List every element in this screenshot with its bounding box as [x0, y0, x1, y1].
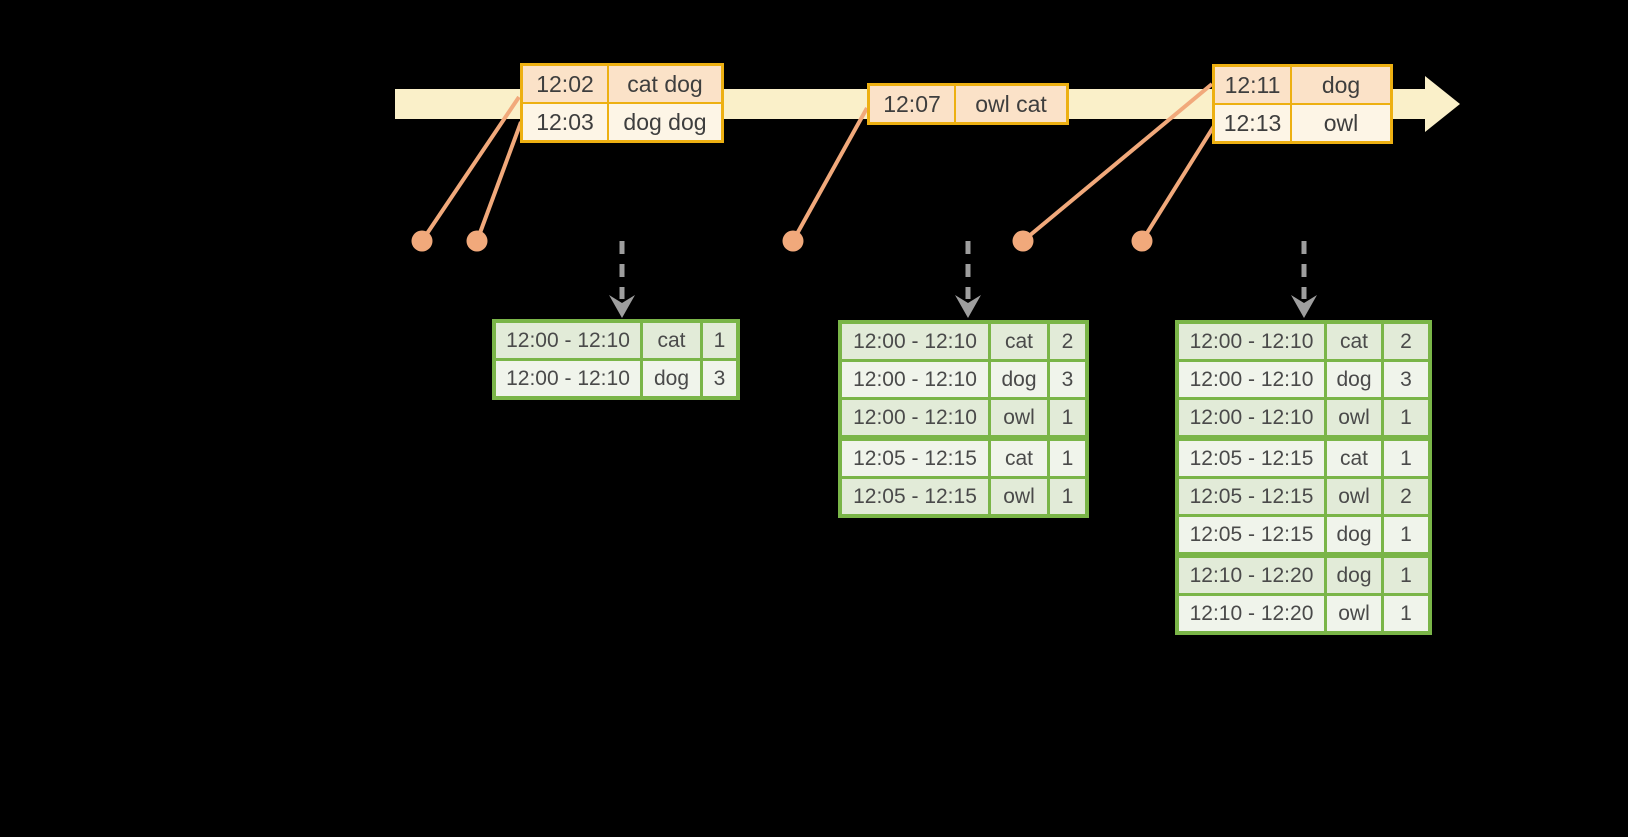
event-connector-line [1140, 124, 1216, 243]
table-cell: cat dog [609, 66, 721, 102]
table-cell: 12:05 - 12:15 [1179, 517, 1324, 552]
event-dot [411, 230, 433, 252]
table-cell: 1 [1384, 517, 1428, 552]
table-cell: 12:00 - 12:10 [496, 361, 640, 396]
table-cell: 3 [1050, 362, 1085, 397]
table-cell: 12:05 - 12:15 [1179, 479, 1324, 514]
table-cell: cat [1327, 324, 1381, 359]
table-cell: 12:02 [523, 66, 607, 102]
event-connector-line [475, 121, 523, 242]
event-connector-line [420, 95, 521, 243]
trigger-arrow [609, 241, 635, 318]
table-cell: 12:05 - 12:15 [842, 479, 988, 514]
table-cell: 1 [1050, 400, 1085, 435]
table-cell: 2 [1050, 324, 1085, 359]
table-cell: 3 [1384, 362, 1428, 397]
table-cell: 1 [1050, 441, 1085, 476]
table-cell: 12:05 - 12:15 [1179, 441, 1324, 476]
table-cell: 12:00 - 12:10 [842, 324, 988, 359]
table-cell: 12:00 - 12:10 [1179, 324, 1324, 359]
table-cell: 1 [1384, 596, 1428, 631]
table-cell: 12:10 - 12:20 [1179, 596, 1324, 631]
table-cell: dog [1327, 558, 1381, 593]
table-cell: owl [1327, 596, 1381, 631]
table-cell: 1 [703, 323, 736, 358]
table-cell: 1 [1384, 400, 1428, 435]
table-cell: 12:00 - 12:10 [842, 400, 988, 435]
event-dot [782, 230, 804, 252]
table-cell: 2 [1384, 479, 1428, 514]
event-dot [466, 230, 488, 252]
table-cell: owl [1327, 400, 1381, 435]
table-cell: owl [991, 400, 1047, 435]
table-cell: 12:13 [1215, 105, 1290, 141]
table-cell: 12:11 [1215, 67, 1290, 103]
table-cell: owl [1327, 479, 1381, 514]
table-cell: 1 [1384, 441, 1428, 476]
table-cell: 1 [1050, 479, 1085, 514]
table-cell: 3 [703, 361, 736, 396]
table-cell: dog [643, 361, 700, 396]
table-cell: 1 [1384, 558, 1428, 593]
table-cell: owl cat [956, 86, 1066, 122]
table-cell: 12:03 [523, 104, 607, 140]
table-cell: 12:10 - 12:20 [1179, 558, 1324, 593]
table-cell: cat [991, 324, 1047, 359]
event-connector-line [1021, 82, 1214, 243]
table-cell: owl [991, 479, 1047, 514]
event-dot [1012, 230, 1034, 252]
table-cell: cat [1327, 441, 1381, 476]
table-cell: dog [991, 362, 1047, 397]
event-dot [1131, 230, 1153, 252]
table-cell: dog dog [609, 104, 721, 140]
arrow-down-icon [955, 295, 981, 318]
table-cell: owl [1292, 105, 1390, 141]
table-cell: dog [1327, 517, 1381, 552]
trigger-arrow [1291, 241, 1317, 318]
trigger-arrow [955, 241, 981, 318]
arrow-down-icon [1291, 295, 1317, 318]
timeline-arrowhead-icon [1425, 76, 1460, 132]
event-connector-line [791, 107, 869, 242]
table-cell: 12:07 [870, 86, 954, 122]
table-cell: cat [991, 441, 1047, 476]
table-cell: 12:00 - 12:10 [496, 323, 640, 358]
table-cell: dog [1292, 67, 1390, 103]
table-cell: 12:05 - 12:15 [842, 441, 988, 476]
table-cell: 12:00 - 12:10 [842, 362, 988, 397]
table-cell: dog [1327, 362, 1381, 397]
table-cell: cat [643, 323, 700, 358]
arrow-down-icon [609, 295, 635, 318]
table-cell: 12:00 - 12:10 [1179, 400, 1324, 435]
table-cell: 12:00 - 12:10 [1179, 362, 1324, 397]
table-cell: 2 [1384, 324, 1428, 359]
